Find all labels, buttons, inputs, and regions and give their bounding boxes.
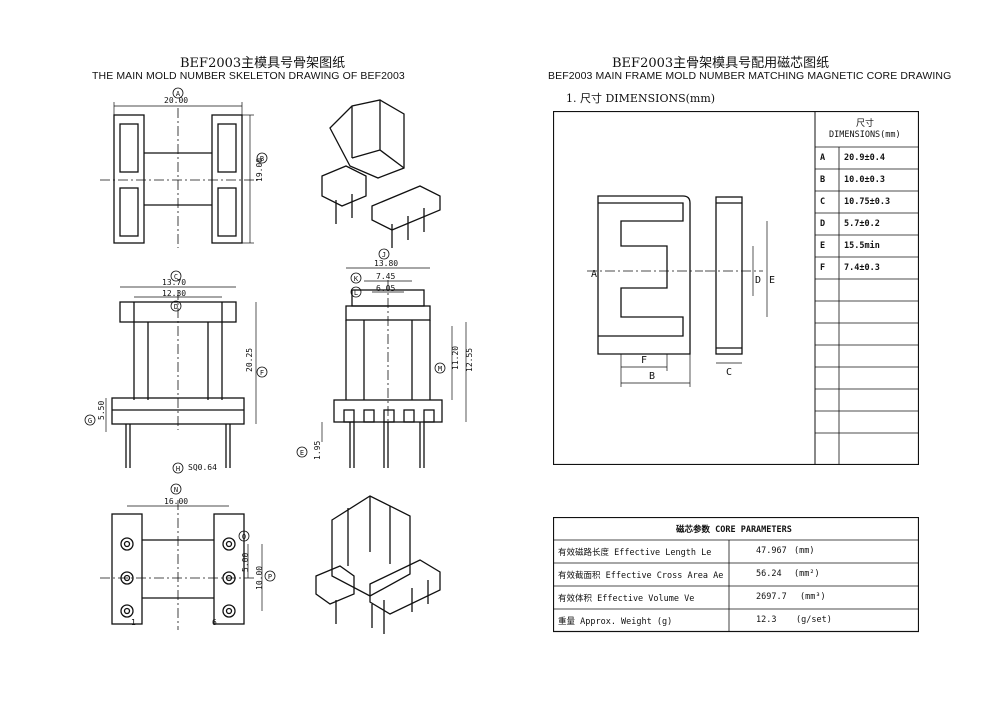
- dim-key-b: B: [820, 175, 826, 185]
- core-label-f: F: [641, 355, 647, 366]
- callout-k: K: [354, 275, 359, 283]
- param-unit-ae: (mm²): [794, 569, 820, 579]
- left-title-cn: BEF2003主模具号骨架图纸: [180, 56, 346, 71]
- param-value-le: 47.967: [756, 546, 787, 556]
- param-label-weight: 重量 Approx. Weight (g): [558, 617, 673, 627]
- dim-val-f: 7.4±0.3: [844, 263, 880, 273]
- dim-key-e: E: [820, 241, 826, 251]
- core-drawing-frame: A B C D E F: [553, 111, 919, 465]
- dim-val-c: 10.75±0.3: [844, 197, 891, 207]
- dim-key-f: F: [820, 263, 826, 273]
- bottom-view: [100, 500, 263, 630]
- param-value-weight: 12.3: [756, 615, 777, 625]
- callout-b: B: [260, 155, 264, 163]
- dim-n: 16.00: [164, 497, 188, 506]
- callout-j: J: [382, 251, 386, 259]
- right-title-cn: BEF2003主骨架模具号配用磁芯图纸: [612, 56, 830, 71]
- front-view: [105, 286, 257, 468]
- pin-label-6: 6: [212, 618, 217, 627]
- dim-key-c: C: [820, 197, 826, 207]
- dim-val-e: 15.5min: [844, 241, 880, 251]
- dim-key-a: A: [820, 153, 826, 163]
- callout-o: O: [242, 533, 246, 541]
- param-unit-ve: (mm³): [800, 592, 826, 602]
- param-unit-le: (mm): [794, 546, 815, 556]
- section-heading: 1. 尺寸 DIMENSIONS(mm): [566, 92, 716, 105]
- core-parameters-table: [553, 517, 919, 633]
- dim-p: 10.00: [255, 566, 264, 590]
- params-title: 磁芯参数 CORE PARAMETERS: [676, 525, 792, 535]
- core-label-b: B: [649, 371, 655, 382]
- dim-g: 5.50: [97, 401, 106, 420]
- callout-p: P: [268, 573, 272, 581]
- dim-c: 13.70: [162, 278, 186, 287]
- core-label-a: A: [591, 269, 597, 280]
- callout-l: L: [354, 289, 358, 297]
- callout-d: D: [174, 303, 178, 311]
- pin-label-1: 1: [131, 618, 136, 627]
- core-label-c: C: [726, 367, 732, 378]
- e-core-front: [587, 195, 703, 387]
- dim-m1: 11.20: [451, 346, 460, 370]
- dim-val-d: 5.7±0.2: [844, 219, 880, 229]
- top-view: [100, 102, 258, 248]
- dim-key-d: D: [820, 219, 826, 229]
- dim-sq: SQ0.64: [188, 463, 217, 472]
- isometric-view-top: [321, 99, 441, 248]
- dim-o: 5.00: [241, 553, 250, 572]
- dims-header-cn: 尺寸: [856, 119, 875, 129]
- callout-c: C: [174, 273, 178, 281]
- param-label-ae: 有效截面积 Effective Cross Area Ae: [558, 571, 724, 581]
- dim-b: 19.00: [255, 158, 264, 182]
- dim-e: 1.95: [313, 441, 322, 460]
- side-view: [321, 267, 467, 468]
- param-value-ve: 2697.7: [756, 592, 787, 602]
- dim-m2: 12.55: [465, 348, 474, 372]
- left-title-en: THE MAIN MOLD NUMBER SKELETON DRAWING OF…: [92, 70, 405, 82]
- param-label-ve: 有效体积 Effective Volume Ve: [558, 594, 695, 604]
- dim-j: 13.80: [374, 259, 398, 268]
- dim-k: 7.45: [376, 272, 395, 281]
- dim-l: 6.05: [376, 284, 395, 293]
- right-title-en: BEF2003 MAIN FRAME MOLD NUMBER MATCHING …: [548, 70, 952, 82]
- dim-d: 12.30: [162, 289, 186, 298]
- e-core-side: [705, 196, 768, 364]
- callout-e: E: [300, 449, 304, 457]
- dims-header-en: DIMENSIONS(mm): [829, 130, 901, 140]
- core-label-e: E: [769, 275, 775, 286]
- param-value-ae: 56.24: [756, 569, 782, 579]
- param-label-le: 有效磁路长度 Effective Length Le: [558, 548, 712, 558]
- dim-a: 20.00: [164, 96, 188, 105]
- callout-h: H: [176, 465, 180, 473]
- callout-g: G: [88, 417, 92, 425]
- callout-n: N: [174, 486, 178, 494]
- dim-val-b: 10.0±0.3: [844, 175, 885, 185]
- core-label-d: D: [755, 275, 761, 286]
- dim-val-a: 20.9±0.4: [844, 153, 885, 163]
- param-unit-weight: (g/set): [796, 615, 832, 625]
- isometric-view-bottom: [315, 495, 441, 634]
- callout-m: M: [438, 365, 442, 373]
- dim-f: 20.25: [245, 348, 254, 372]
- callout-f: F: [260, 369, 264, 377]
- callout-a: A: [176, 90, 181, 98]
